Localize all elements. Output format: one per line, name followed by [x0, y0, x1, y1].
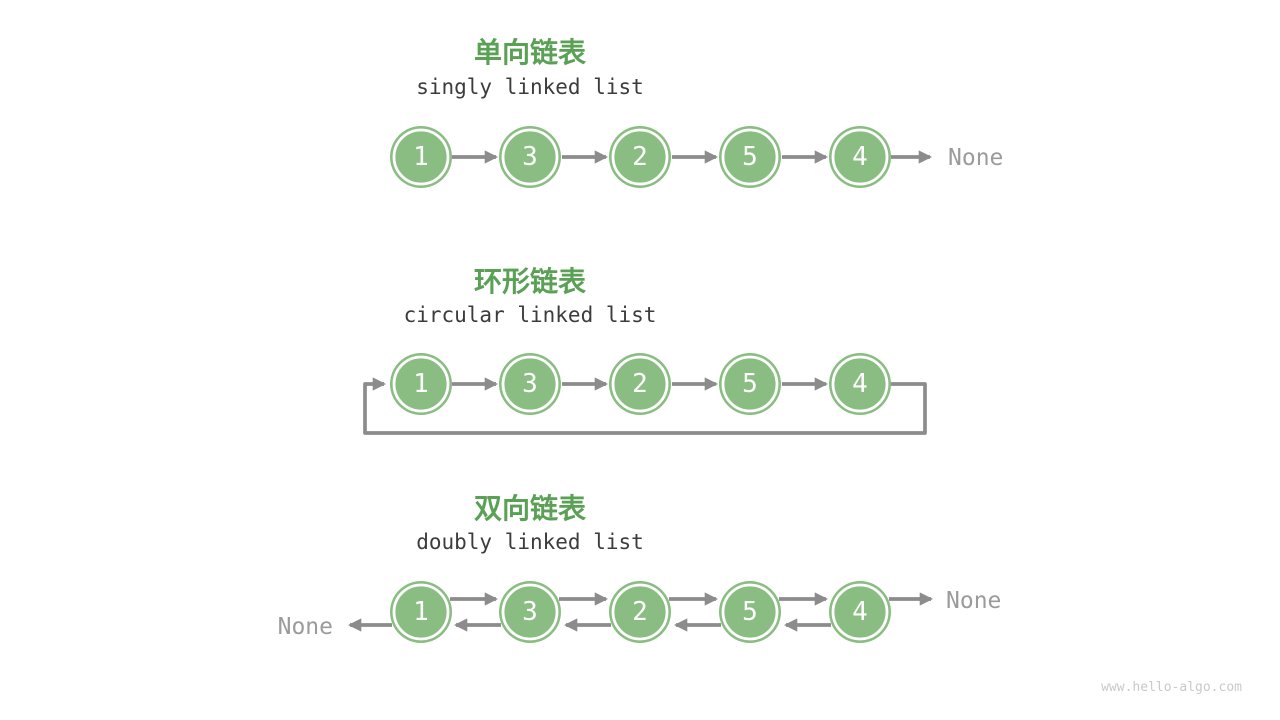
- list-node: 3: [499, 353, 561, 415]
- node-body: [609, 581, 671, 643]
- node-body: [609, 126, 671, 188]
- list-node: 2: [609, 353, 671, 415]
- node-inner-ring: [831, 355, 889, 413]
- node-body: [499, 126, 561, 188]
- node-value: 2: [632, 597, 648, 627]
- node-inner-ring: [831, 583, 889, 641]
- node-value: 4: [852, 369, 868, 399]
- list-node: 4: [829, 353, 891, 415]
- singly-title-en: singly linked list: [416, 75, 644, 99]
- node-value: 4: [852, 597, 868, 627]
- singly-none-label: None: [948, 145, 1003, 171]
- node-value: 2: [632, 142, 648, 172]
- node-inner-ring: [501, 128, 559, 186]
- node-value: 5: [742, 142, 758, 172]
- node-inner-ring: [611, 128, 669, 186]
- section-doubly-linked-list: 双向链表 doubly linked list 1 3 2: [278, 492, 1001, 643]
- circular-loop-arrow: [363, 377, 927, 435]
- node-inner-ring: [392, 128, 450, 186]
- node-body: [829, 353, 891, 415]
- list-node: 3: [499, 126, 561, 188]
- doubly-title-en: doubly linked list: [416, 530, 644, 554]
- node-value: 5: [742, 369, 758, 399]
- node-inner-ring: [392, 355, 450, 413]
- node-inner-ring: [721, 128, 779, 186]
- list-node: 2: [609, 581, 671, 643]
- circular-title-en: circular linked list: [404, 303, 657, 327]
- node-inner-ring: [501, 583, 559, 641]
- node-body: [829, 581, 891, 643]
- list-node: 5: [719, 581, 781, 643]
- node-inner-ring: [501, 355, 559, 413]
- singly-title-zh: 单向链表: [474, 36, 586, 69]
- node-value: 1: [413, 142, 429, 172]
- list-node: 1: [390, 581, 452, 643]
- section-singly-linked-list: 单向链表 singly linked list 1 3 2 5: [390, 36, 1003, 188]
- doubly-tail-none-label: None: [946, 588, 1001, 614]
- node-body: [499, 581, 561, 643]
- list-node: 1: [390, 353, 452, 415]
- node-inner-ring: [611, 355, 669, 413]
- node-value: 4: [852, 142, 868, 172]
- node-inner-ring: [831, 128, 889, 186]
- node-body: [719, 581, 781, 643]
- node-value: 1: [413, 597, 429, 627]
- list-node: 4: [829, 581, 891, 643]
- node-inner-ring: [721, 355, 779, 413]
- list-node: 3: [499, 581, 561, 643]
- doubly-title-zh: 双向链表: [474, 492, 586, 525]
- node-value: 1: [413, 369, 429, 399]
- node-body: [609, 353, 671, 415]
- doubly-head-none-label: None: [278, 614, 333, 640]
- list-node: 1: [390, 126, 452, 188]
- node-body: [719, 126, 781, 188]
- node-value: 3: [522, 597, 538, 627]
- list-node: 2: [609, 126, 671, 188]
- circular-title-zh: 环形链表: [474, 265, 586, 298]
- node-body: [390, 353, 452, 415]
- list-node: 5: [719, 126, 781, 188]
- node-value: 2: [632, 369, 648, 399]
- node-body: [390, 126, 452, 188]
- node-body: [390, 581, 452, 643]
- list-node: 4: [829, 126, 891, 188]
- node-inner-ring: [721, 583, 779, 641]
- node-inner-ring: [392, 583, 450, 641]
- node-value: 3: [522, 369, 538, 399]
- node-value: 5: [742, 597, 758, 627]
- node-body: [499, 353, 561, 415]
- node-value: 3: [522, 142, 538, 172]
- section-circular-linked-list: 环形链表 circular linked list 1 3 2 5: [363, 265, 927, 435]
- node-body: [719, 353, 781, 415]
- node-body: [829, 126, 891, 188]
- list-node: 5: [719, 353, 781, 415]
- node-inner-ring: [611, 583, 669, 641]
- watermark: www.hello-algo.com: [1101, 680, 1242, 695]
